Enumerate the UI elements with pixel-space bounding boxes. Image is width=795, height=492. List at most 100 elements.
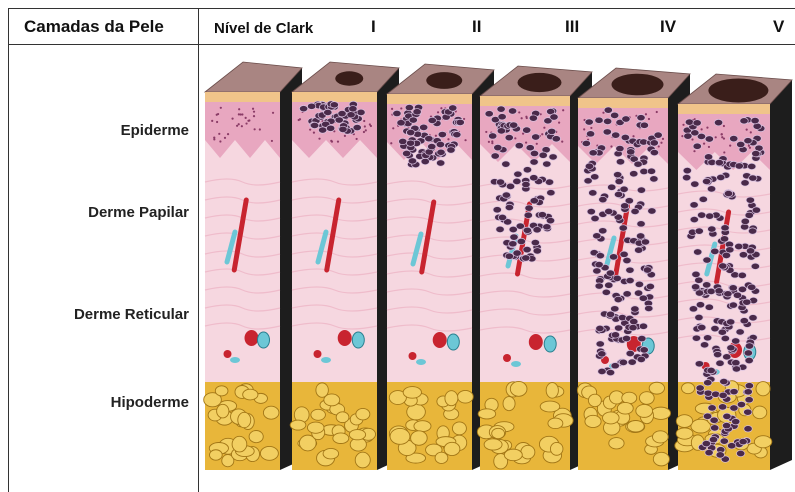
melanoma-cell bbox=[550, 114, 558, 120]
melanoma-cell bbox=[631, 306, 639, 312]
epidermis-cell bbox=[590, 127, 592, 129]
epidermis-cell bbox=[272, 112, 274, 114]
melanoma-cell bbox=[529, 115, 537, 121]
melanoma-cell bbox=[616, 159, 624, 165]
melanoma-cell bbox=[718, 404, 726, 410]
melanoma-cell bbox=[708, 226, 716, 232]
epidermis-cell bbox=[645, 113, 647, 115]
fat-lobule bbox=[603, 412, 620, 424]
epidermis-cell bbox=[541, 133, 543, 135]
epidermis-cell bbox=[491, 142, 493, 144]
melanoma-cell bbox=[532, 134, 540, 140]
melanoma-cell bbox=[613, 171, 621, 177]
melanoma-cell bbox=[335, 117, 343, 123]
melanoma-cell bbox=[628, 359, 636, 365]
fat-lobule bbox=[609, 438, 624, 449]
melanoma-cell bbox=[585, 163, 593, 169]
melanoma-cell bbox=[684, 133, 692, 139]
melanoma-cell bbox=[695, 290, 703, 296]
melanoma-cell bbox=[547, 189, 555, 195]
melanoma-lesion-surface bbox=[335, 71, 363, 85]
epidermis-cell bbox=[706, 127, 708, 129]
epidermis-cell bbox=[701, 128, 703, 130]
melanoma-cell bbox=[711, 325, 719, 331]
melanoma-cell bbox=[704, 390, 712, 396]
melanoma-cell bbox=[746, 197, 754, 203]
melanoma-cell bbox=[717, 174, 725, 180]
melanoma-cell bbox=[740, 318, 748, 324]
fat-lobule bbox=[444, 442, 460, 455]
melanoma-cell bbox=[509, 122, 517, 128]
skin-block-1 bbox=[290, 62, 399, 470]
melanoma-cell bbox=[621, 203, 629, 209]
epidermis-cell bbox=[220, 107, 222, 109]
melanoma-cell bbox=[584, 178, 592, 184]
fat-lobule bbox=[290, 420, 306, 430]
melanoma-cell bbox=[593, 268, 601, 274]
melanoma-cell bbox=[393, 110, 401, 116]
melanoma-cell bbox=[692, 335, 700, 341]
melanoma-cell bbox=[510, 234, 518, 240]
fat-lobule bbox=[617, 402, 633, 414]
melanoma-cell bbox=[732, 360, 740, 366]
melanoma-cell bbox=[692, 271, 700, 277]
melanoma-cell bbox=[631, 208, 639, 214]
melanoma-cell bbox=[425, 135, 433, 141]
fat-lobule bbox=[215, 386, 228, 396]
melanoma-cell bbox=[715, 288, 723, 294]
epidermis-cell bbox=[723, 125, 725, 127]
melanoma-cell bbox=[629, 324, 637, 330]
melanoma-cell bbox=[318, 127, 326, 133]
melanoma-cell bbox=[702, 178, 710, 184]
melanoma-cell bbox=[615, 178, 623, 184]
melanoma-cell bbox=[703, 257, 711, 263]
melanoma-cell bbox=[552, 136, 560, 142]
melanoma-cell bbox=[727, 345, 735, 351]
fat-lobule bbox=[521, 445, 535, 459]
melanoma-cell bbox=[517, 238, 525, 244]
melanoma-cell bbox=[636, 233, 644, 239]
melanoma-cell bbox=[721, 335, 729, 341]
melanoma-cell bbox=[720, 438, 728, 444]
melanoma-cell bbox=[639, 323, 647, 329]
melanoma-cell bbox=[724, 190, 732, 196]
melanoma-cell bbox=[622, 116, 630, 122]
small-artery bbox=[224, 350, 232, 358]
epidermis-cell bbox=[239, 113, 241, 115]
melanoma-cell bbox=[748, 228, 756, 234]
fat-lobule bbox=[504, 449, 522, 461]
melanoma-cell bbox=[630, 171, 638, 177]
melanoma-cell bbox=[596, 325, 604, 331]
melanoma-cell bbox=[508, 108, 516, 114]
melanoma-cell bbox=[488, 133, 496, 139]
melanoma-cell bbox=[705, 136, 713, 142]
melanoma-cell bbox=[683, 167, 691, 173]
melanoma-cell bbox=[705, 449, 713, 455]
epidermis-cell bbox=[259, 128, 261, 130]
melanoma-cell bbox=[509, 241, 517, 247]
epidermis-cell bbox=[391, 108, 393, 110]
melanoma-cell bbox=[711, 391, 719, 397]
epidermis-cell bbox=[331, 141, 333, 143]
melanoma-cell bbox=[514, 171, 522, 177]
epidermis-cell bbox=[356, 138, 358, 140]
fat-lobule bbox=[249, 430, 263, 442]
epidermis-cell bbox=[253, 115, 255, 117]
melanoma-cell bbox=[595, 261, 603, 267]
melanoma-cell bbox=[722, 252, 730, 258]
block-side-face bbox=[770, 80, 792, 470]
epidermis-cell bbox=[558, 121, 560, 123]
melanoma-cell bbox=[708, 405, 716, 411]
epidermis-cell bbox=[238, 123, 240, 125]
epidermis-cell bbox=[693, 150, 695, 152]
epidermis-cell bbox=[236, 125, 238, 127]
melanoma-cell bbox=[449, 105, 457, 111]
epidermis-cell bbox=[514, 137, 516, 139]
melanoma-cell bbox=[637, 221, 645, 227]
epidermis-cell bbox=[241, 125, 243, 127]
melanoma-cell bbox=[641, 239, 649, 245]
melanoma-cell bbox=[719, 263, 727, 269]
melanoma-cell bbox=[522, 255, 530, 261]
melanoma-cell bbox=[696, 385, 704, 391]
melanoma-cell bbox=[595, 117, 603, 123]
